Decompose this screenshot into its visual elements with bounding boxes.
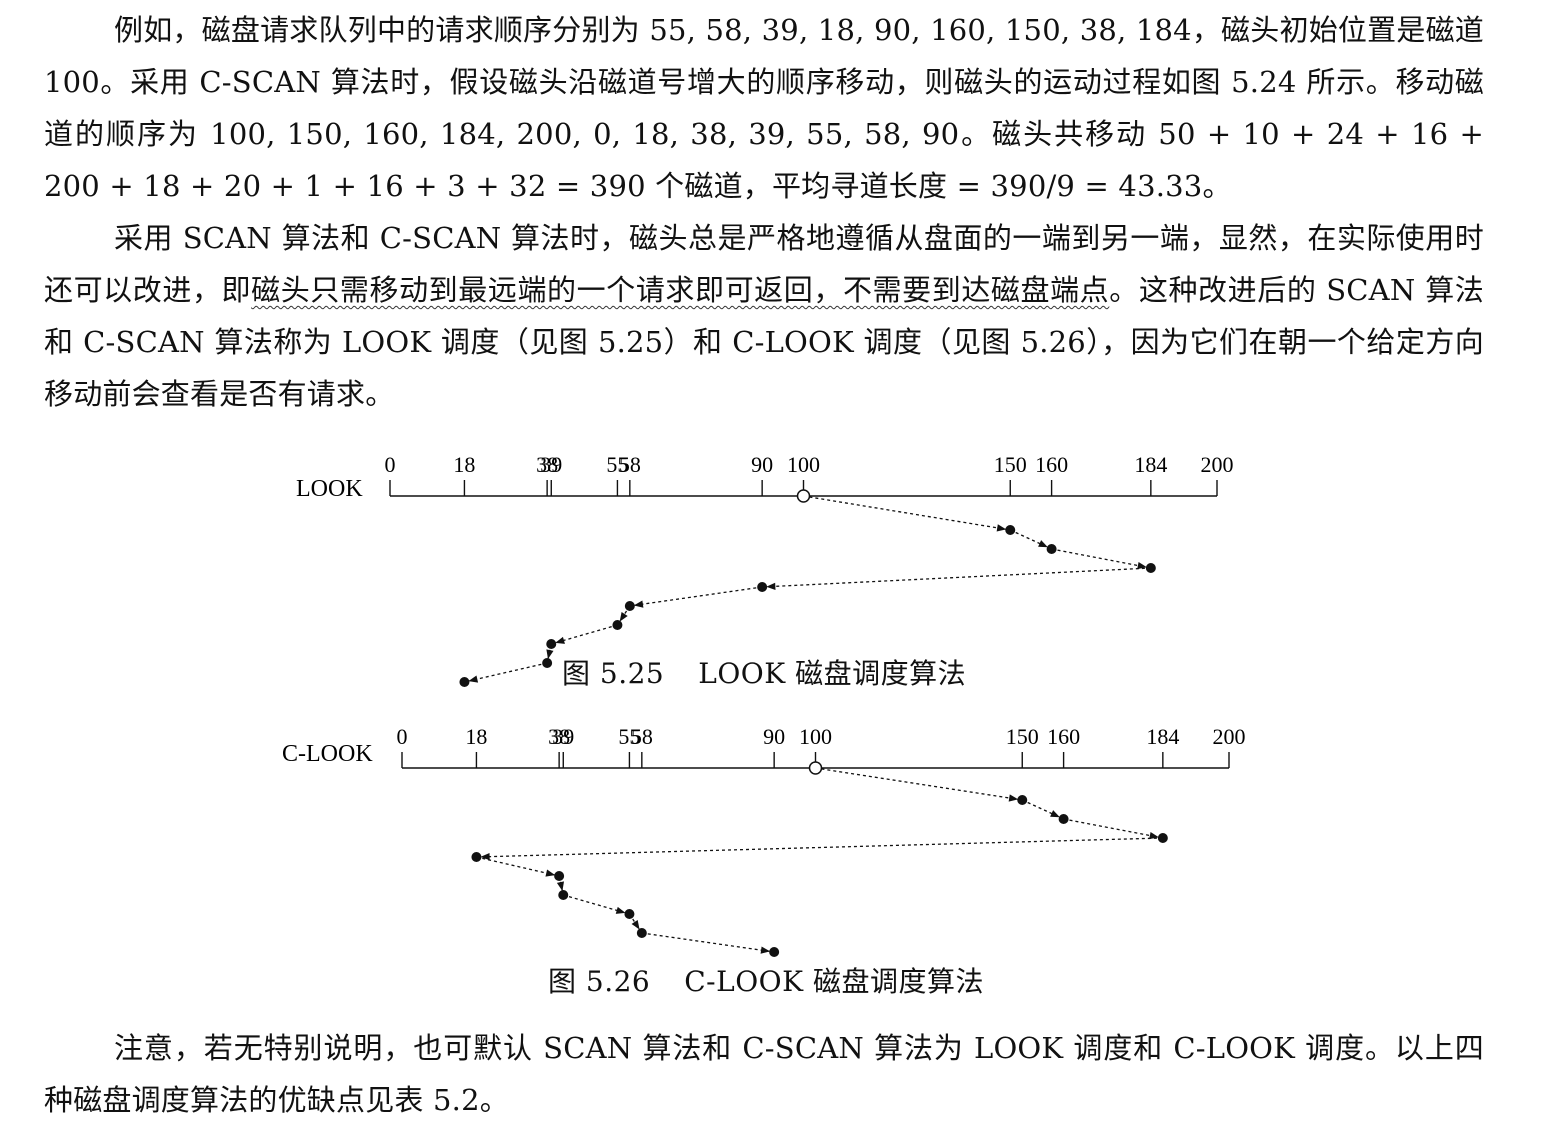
look-path-segment [1051, 548, 1147, 570]
look-path-segment [766, 567, 1151, 590]
look-start-point [796, 489, 811, 503]
look-tick-label: 0 [385, 452, 396, 477]
look-chart-label: LOOK [296, 476, 363, 502]
look-tick-label: 55 [606, 452, 628, 477]
clook-start-point [808, 761, 823, 775]
clook-caption: 图 5.26 C-LOOK 磁盘调度算法 [548, 960, 984, 1000]
look-tick-label: 200 [1201, 452, 1234, 477]
look-path-segment [468, 662, 548, 683]
clook-track-point [769, 947, 780, 957]
look-tick-label: 184 [1134, 452, 1167, 477]
look-path-segment [803, 495, 1007, 532]
look-track-point [459, 677, 470, 687]
clook-track-point [558, 890, 569, 900]
look-track-point [1145, 563, 1156, 573]
paragraph-look-intro: 采用 SCAN 算法和 C-SCAN 算法时，磁头总是严格地遵循从盘面的一端到另… [44, 212, 1484, 420]
clook-path-segment [476, 856, 556, 877]
clook-tick-label: 58 [631, 724, 653, 749]
look-track-point [1046, 544, 1057, 554]
emphasized-text: 磁头只需移动到最远端的一个请求即可返回，不需要到达磁盘端点 [251, 273, 1110, 307]
look-track-point [542, 658, 553, 668]
clook-tick-label: 100 [799, 724, 832, 749]
look-tick-label: 150 [994, 452, 1027, 477]
clook-tick-label: 39 [552, 724, 574, 749]
look-path-segment [555, 624, 618, 644]
look-track-point [546, 639, 557, 649]
clook-path-segment [641, 932, 771, 954]
look-tick-label: 100 [787, 452, 820, 477]
clook-track-point [624, 909, 635, 919]
paragraph-text-a: 采用 SCAN 算法和 C-SCAN 算法时，磁头总是严格地遵循从盘面的一端到另… [44, 221, 1484, 307]
clook-track-point [471, 852, 482, 862]
look-tick-label: 90 [751, 452, 773, 477]
look-path [459, 489, 1156, 687]
look-caption-text: LOOK 磁盘调度算法 [698, 657, 967, 690]
clook-tick-label: 90 [763, 724, 785, 749]
clook-path-segment [1063, 818, 1159, 840]
clook-path-segment [480, 837, 1163, 861]
look-caption: 图 5.25 LOOK 磁盘调度算法 [562, 652, 966, 692]
clook-path-segment [1021, 799, 1060, 818]
paragraph-note: 注意，若无特别说明，也可默认 SCAN 算法和 C-SCAN 算法为 LOOK … [44, 1022, 1484, 1126]
clook-caption-number: 图 5.26 [548, 965, 651, 998]
look-track-point [624, 601, 635, 611]
look-caption-number: 图 5.25 [562, 657, 665, 690]
clook-tick-label: 55 [618, 724, 640, 749]
clook-path-segment [815, 767, 1019, 802]
clook-tick-label: 200 [1213, 724, 1246, 749]
look-path-segment [1009, 529, 1048, 548]
clook-track-point [1157, 833, 1168, 843]
look-tick-label: 58 [619, 452, 641, 477]
clook-track-point [554, 871, 565, 881]
clook-path [471, 761, 1168, 957]
clook-chart-label: C-LOOK [282, 741, 373, 767]
clook-path-segment [563, 894, 626, 914]
look-tick-label: 39 [540, 452, 562, 477]
clook-track-point [1058, 814, 1069, 824]
paragraph-text: 注意，若无特别说明，也可默认 SCAN 算法和 C-SCAN 算法为 LOOK … [44, 1031, 1484, 1117]
paragraph-text-c: 。这种改进后的 SCAN 算法和 C-SCAN 算法称为 LOOK 调度（见图 … [44, 273, 1484, 411]
look-tick-label: 38 [536, 452, 558, 477]
clook-tick-label: 18 [465, 724, 487, 749]
clook-track-point [1017, 795, 1028, 805]
clook-track-point [636, 928, 647, 938]
look-tick-label: 18 [453, 452, 475, 477]
clook-tick-label: 0 [397, 724, 408, 749]
look-path-segment [633, 586, 763, 608]
look-track-point [1005, 525, 1016, 535]
clook-tick-label: 160 [1047, 724, 1080, 749]
clook-caption-text: C-LOOK 磁盘调度算法 [684, 965, 984, 998]
look-track-point [612, 620, 623, 630]
clook-tick-label: 184 [1146, 724, 1179, 749]
look-tick-label: 160 [1035, 452, 1068, 477]
clook-tick-label: 38 [548, 724, 570, 749]
clook-tick-label: 150 [1006, 724, 1039, 749]
paragraph-cscan-example: 例如，磁盘请求队列中的请求顺序分别为 55, 58, 39, 18, 90, 1… [44, 4, 1484, 212]
look-track-point [757, 582, 768, 592]
paragraph-text: 例如，磁盘请求队列中的请求顺序分别为 55, 58, 39, 18, 90, 1… [44, 13, 1484, 203]
